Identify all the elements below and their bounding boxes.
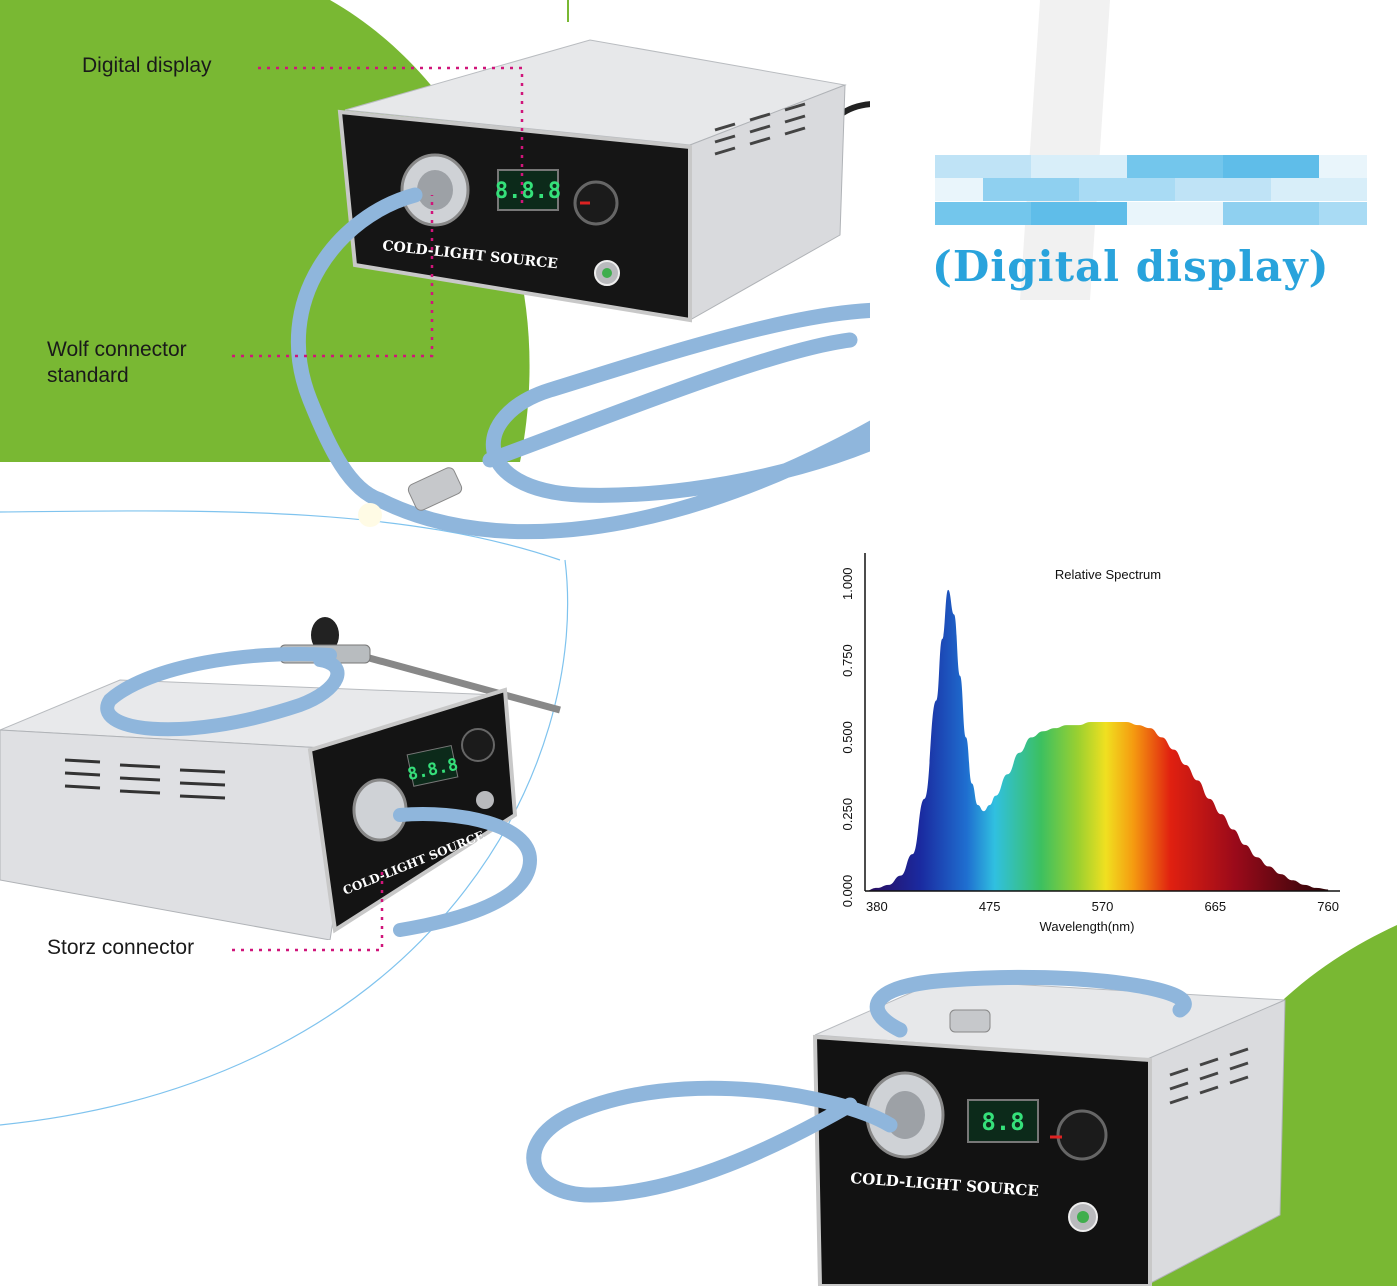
arc-line-curve xyxy=(0,559,569,1126)
pixel-block xyxy=(1223,155,1247,178)
pixel-block xyxy=(1031,178,1055,202)
chart-title: Relative Spectrum xyxy=(1055,567,1161,582)
pixel-block xyxy=(1007,178,1031,202)
pixel-block xyxy=(1247,178,1271,202)
pixel-block xyxy=(1343,155,1367,178)
pixel-block xyxy=(1055,201,1079,225)
pixel-block xyxy=(1319,201,1343,225)
y-tick-label: 0.500 xyxy=(840,721,855,754)
pixel-block xyxy=(935,201,959,225)
headline: (Digital display) xyxy=(932,242,1330,291)
y-tick-label: 0.750 xyxy=(840,644,855,677)
pixel-block xyxy=(1223,201,1247,225)
pixel-block xyxy=(959,155,983,178)
pixel-block xyxy=(1127,178,1151,202)
pixel-block xyxy=(983,155,1007,178)
pixel-block xyxy=(1247,201,1271,225)
pixel-block xyxy=(1103,155,1127,178)
pixel-block xyxy=(935,155,959,178)
pixel-block xyxy=(983,201,1007,225)
pixel-block xyxy=(1175,201,1199,225)
pixel-block xyxy=(1199,155,1223,178)
callout-line-storz xyxy=(232,870,384,952)
pixel-block xyxy=(1079,178,1103,202)
pixel-block xyxy=(1103,178,1127,202)
spectrum-area xyxy=(865,589,1329,891)
pixel-block xyxy=(1151,155,1175,178)
pixel-block xyxy=(1175,178,1199,202)
y-tick-label: 0.250 xyxy=(840,798,855,831)
pixel-block xyxy=(1103,201,1127,225)
callout-wolf-connector-line1: Wolf connector xyxy=(47,338,187,361)
pixel-block xyxy=(1151,178,1175,202)
pixel-block xyxy=(1343,201,1367,225)
pixel-block xyxy=(1271,178,1295,202)
pixel-block xyxy=(1271,155,1295,178)
callout-storz-connector: Storz connector xyxy=(47,936,195,959)
pixel-block xyxy=(1151,201,1175,225)
pixel-block xyxy=(959,201,983,225)
pixel-block xyxy=(1031,155,1055,178)
pixel-block xyxy=(1319,178,1343,202)
device-bottom-illustration: 8.8 COLD-LIGHT SOURCE xyxy=(526,969,1286,1286)
pixel-block xyxy=(1127,155,1151,178)
callout-digital-display: Digital display xyxy=(82,54,212,77)
pixel-block xyxy=(1055,178,1079,202)
faint-stripe xyxy=(1020,0,1110,300)
x-tick-label: 570 xyxy=(1092,899,1114,914)
display-readout: 8.8 xyxy=(981,1108,1024,1136)
x-tick-label: 475 xyxy=(979,899,1001,914)
callout-line-wolf xyxy=(232,195,434,358)
callout-wolf-connector-line2: standard xyxy=(47,364,129,387)
device-left-illustration: 8.8.8 COLD-LIGHT SOURCE xyxy=(0,617,561,940)
x-axis-label: Wavelength(nm) xyxy=(1040,919,1135,934)
pixel-block xyxy=(1079,201,1103,225)
pixelated-title xyxy=(935,155,1367,225)
pixel-block xyxy=(983,178,1007,202)
callout-line-digital-display xyxy=(258,66,524,205)
pixel-block xyxy=(1079,155,1103,178)
pixel-block xyxy=(1127,201,1151,225)
pixel-block xyxy=(1199,178,1223,202)
pixel-block xyxy=(1199,201,1223,225)
x-tick-label: 760 xyxy=(1317,899,1339,914)
pixel-block xyxy=(1295,155,1319,178)
pixel-block xyxy=(959,178,983,202)
pixel-block xyxy=(1031,201,1055,225)
pixel-block xyxy=(1343,178,1367,202)
pixel-block xyxy=(935,178,959,202)
spectrum-chart: Relative Spectrum 380 475 570 665 760 0.000 0… xyxy=(840,553,1340,934)
pixel-block xyxy=(1319,155,1343,178)
pixel-block xyxy=(1247,155,1271,178)
arc-line-horizontal xyxy=(0,510,561,561)
y-tick-label: 0.000 xyxy=(840,875,855,908)
device-top-illustration: 8.8.8 COLD-LIGHT SOURCE xyxy=(290,39,870,540)
pixel-block xyxy=(1055,155,1079,178)
pixel-block xyxy=(1007,155,1031,178)
svg-text:8.8.8: 8.8.8 xyxy=(495,179,561,204)
pixel-block xyxy=(1175,155,1199,178)
y-tick-label: 1.000 xyxy=(840,567,855,600)
pixel-block xyxy=(1295,178,1319,202)
pixel-block xyxy=(1295,201,1319,225)
x-tick-label: 380 xyxy=(866,899,888,914)
pixel-block xyxy=(1007,201,1031,225)
pixel-block xyxy=(1223,178,1247,202)
x-tick-label: 665 xyxy=(1204,899,1226,914)
pixel-block xyxy=(1271,201,1295,225)
